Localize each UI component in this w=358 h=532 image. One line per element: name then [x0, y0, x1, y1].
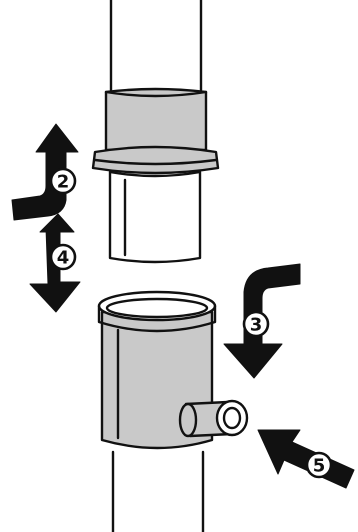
upper-collar — [93, 89, 218, 173]
step-4-label: 4 — [51, 245, 75, 269]
step-3-label: 3 — [244, 312, 268, 336]
pipe-insert-end — [110, 172, 200, 262]
step-4-number: 4 — [57, 248, 70, 269]
step-5-arrow — [258, 430, 354, 488]
upper-downpipe — [111, 0, 201, 90]
lower-downpipe — [113, 452, 203, 532]
step-5-number: 5 — [313, 456, 326, 477]
step-2-label: 2 — [51, 169, 75, 193]
step-5-label: 5 — [307, 453, 331, 477]
step-3-number: 3 — [250, 315, 263, 336]
overflow-spout — [180, 401, 247, 436]
step-2-number: 2 — [57, 172, 70, 193]
